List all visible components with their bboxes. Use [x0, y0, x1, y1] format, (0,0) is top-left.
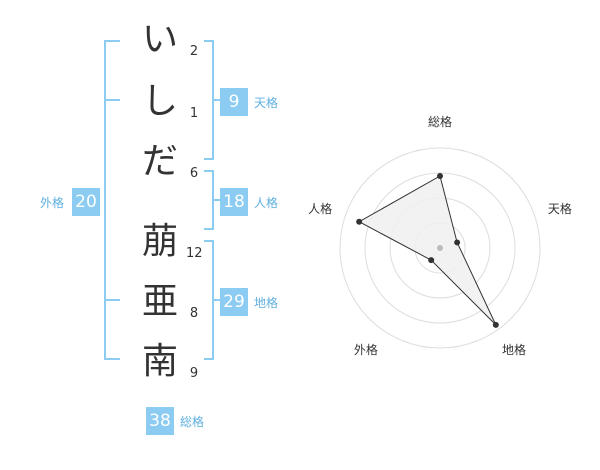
gaikaku-bracket-bottom	[104, 358, 120, 360]
radar-axis-label-3: 外格	[354, 342, 378, 357]
chikaku-bracket-tick	[212, 299, 222, 301]
radar-ring-4	[339, 147, 541, 349]
gaikaku-bracket-vertical	[104, 40, 106, 360]
jinkaku-value: 18	[220, 188, 248, 216]
jinkaku-bracket-bottom	[204, 228, 214, 230]
stroke-count-4: 12	[186, 246, 203, 261]
radar-point-3	[428, 257, 435, 264]
stroke-count-5: 8	[189, 306, 199, 321]
tenkaku-bracket-tick	[212, 99, 222, 101]
tenkaku-bracket-bottom	[204, 158, 214, 160]
stroke-count-3: 6	[189, 166, 199, 181]
radar-point-4	[356, 218, 363, 225]
chikaku-label: 地格	[254, 296, 279, 310]
name-char-3: だ	[141, 141, 178, 182]
jinkaku-bracket-tick	[212, 199, 222, 201]
name-char-1: い	[141, 19, 178, 60]
name-char-5: 亜	[141, 281, 178, 322]
chikaku-bracket-top	[204, 240, 214, 242]
jinkaku-label: 人格	[254, 196, 279, 210]
radar-polygon	[358, 175, 497, 326]
name-char-2: し	[141, 81, 178, 122]
soukaku-value: 38	[146, 407, 174, 435]
radar-axis-label-0: 総格	[428, 114, 452, 129]
soukaku-label: 総格	[180, 415, 205, 429]
radar-point-2	[492, 321, 499, 328]
stroke-count-2: 1	[189, 106, 199, 121]
gaikaku-bracket-mid2	[104, 299, 120, 301]
gaikaku-label: 外格	[40, 196, 65, 210]
chikaku-bracket-bottom	[204, 358, 214, 360]
stroke-count-6: 9	[189, 366, 199, 381]
gaikaku-bracket-mid1	[104, 99, 120, 101]
radar-axis-label-1: 天格	[548, 201, 572, 216]
stroke-count-1: 2	[189, 44, 199, 59]
name-char-6: 南	[141, 341, 178, 382]
gaikaku-bracket-top	[104, 40, 120, 42]
jinkaku-bracket-top	[204, 170, 214, 172]
radar-axis-label-4: 人格	[308, 201, 332, 216]
chikaku-value: 29	[220, 288, 248, 316]
tenkaku-bracket-top	[204, 40, 214, 42]
radar-point-1	[454, 239, 461, 246]
radar-point-0	[437, 173, 443, 179]
tenkaku-label: 天格	[254, 96, 279, 110]
tenkaku-value: 9	[220, 88, 248, 116]
name-char-4: 萠	[141, 221, 178, 262]
radar-axis-label-2: 地格	[502, 342, 526, 357]
gaikaku-value: 20	[72, 188, 100, 216]
radar-center-dot	[437, 245, 443, 251]
